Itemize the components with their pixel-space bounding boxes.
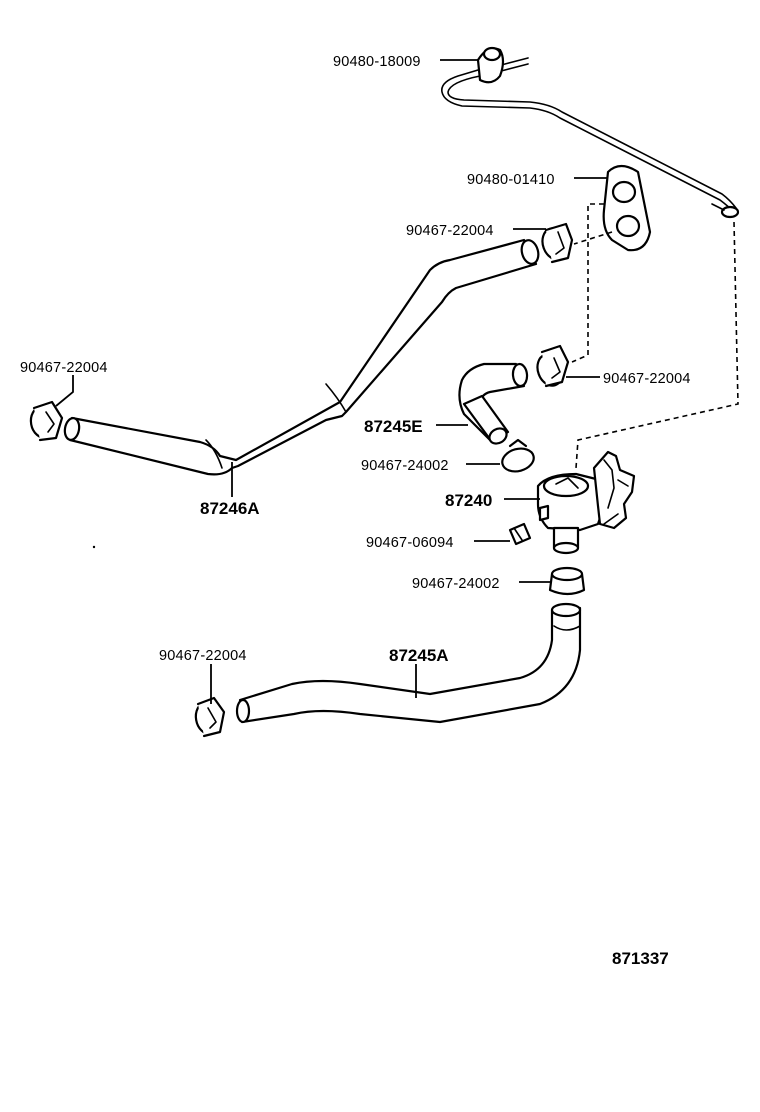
clip-bolt: [508, 522, 532, 546]
hose-clip-lower-left: [194, 696, 226, 738]
label-90467-24002-lower: 90467-24002: [412, 576, 500, 592]
hose-87245a: [235, 602, 582, 724]
hose-clip-left: [29, 400, 64, 442]
dashed-leaders: [571, 203, 739, 469]
hose-clip-upper: [541, 222, 574, 264]
label-90467-22004-upper: 90467-22004: [406, 223, 494, 239]
label-90467-24002-upper: 90467-24002: [361, 458, 449, 474]
label-87245a: 87245A: [389, 646, 449, 665]
leader-lines: [55, 59, 608, 704]
label-87245e: 87245E: [364, 417, 423, 436]
label-90467-22004-middle: 90467-22004: [603, 371, 691, 387]
label-87240: 87240: [445, 491, 492, 510]
label-90467-06094: 90467-06094: [366, 535, 454, 551]
control-cable: [441, 46, 740, 219]
hose-clip-middle: [536, 344, 570, 388]
band-clamp-upper: [501, 438, 535, 473]
label-90467-22004-left: 90467-22004: [20, 360, 108, 376]
figure-number: 871337: [612, 949, 669, 968]
hose-87246a: [63, 238, 540, 476]
label-90480-18009: 90480-18009: [333, 54, 421, 70]
water-valve-87240: [536, 450, 636, 555]
stray-dot: [92, 545, 96, 549]
grommet-plate: [602, 164, 652, 252]
label-90467-22004-lower-left: 90467-22004: [159, 648, 247, 664]
label-87246a: 87246A: [200, 499, 260, 518]
hose-87245e: [458, 362, 529, 445]
band-clamp-lower: [548, 566, 586, 596]
label-90480-01410: 90480-01410: [467, 172, 555, 188]
